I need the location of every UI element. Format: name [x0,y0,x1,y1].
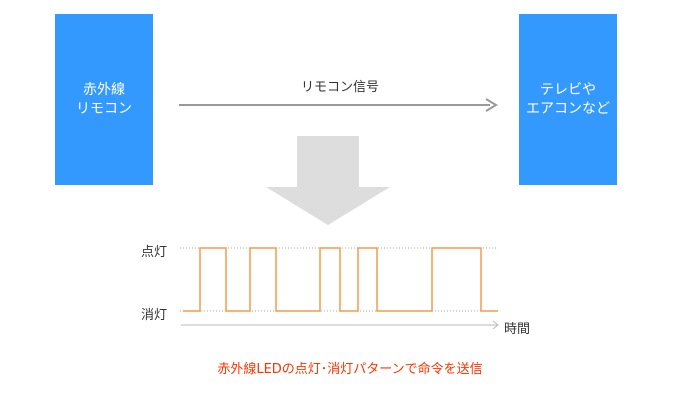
device-box: テレビや エアコンなど [519,14,617,185]
device-label-line2: エアコンなど [526,100,610,117]
led-waveform [183,247,498,312]
remote-label-line1: 赤外線 [83,81,125,98]
remote-label-line2: リモコン [76,100,132,117]
big-down-arrow [266,136,390,225]
off-level-label: 消灯 [141,308,168,323]
time-axis-label: 時間 [504,322,531,337]
on-level-label: 点灯 [141,245,168,260]
time-axis-arrow [181,320,499,330]
signal-label: リモコン信号 [300,80,379,95]
signal-arrow [179,98,498,112]
infrared-remote-box: 赤外線 リモコン [55,14,153,185]
device-label-line1: テレビや [540,81,596,98]
caption: 赤外線LEDの点灯･消灯パターンで命令を送信 [217,362,483,377]
